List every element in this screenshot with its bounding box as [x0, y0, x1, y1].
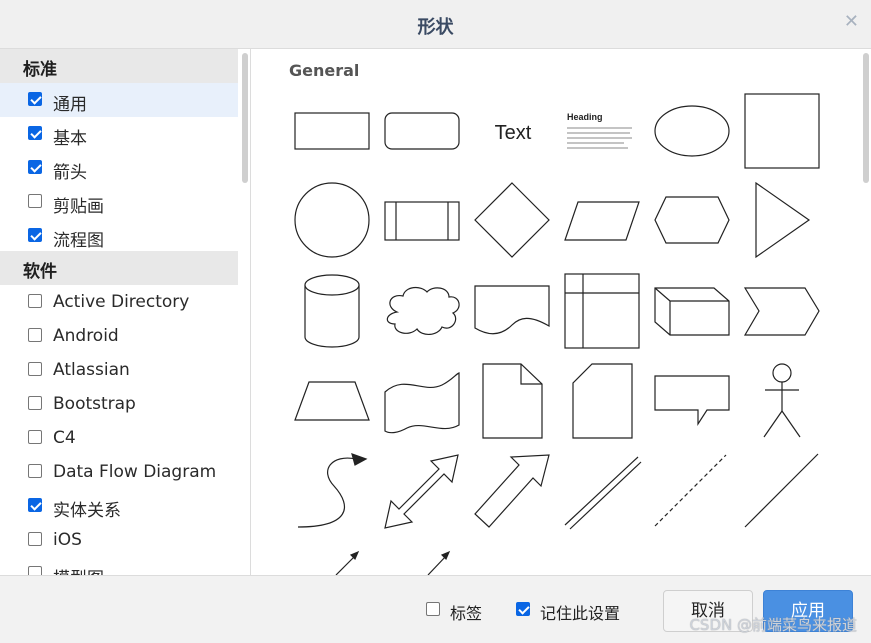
library-item-label: Data Flow Diagram: [53, 462, 217, 482]
library-item-active-directory[interactable]: Active Directory: [0, 285, 238, 319]
checkbox[interactable]: [28, 92, 42, 106]
library-item-flowchart[interactable]: 流程图: [0, 219, 238, 253]
labels-checkbox[interactable]: [426, 602, 440, 616]
shape-rounded-rectangle[interactable]: [384, 112, 460, 150]
library-list-scrollbar[interactable]: [242, 53, 248, 183]
shape-link[interactable]: [564, 456, 642, 530]
shape-bidirectional-arrow[interactable]: [384, 454, 459, 529]
checkbox[interactable]: [28, 498, 42, 512]
section-header-software: 软件: [0, 251, 238, 285]
checkbox[interactable]: [28, 228, 42, 242]
library-item-label: C4: [53, 428, 76, 448]
library-item-atlassian[interactable]: Atlassian: [0, 353, 238, 387]
library-item-general[interactable]: 通用: [0, 83, 238, 117]
shape-card[interactable]: [572, 363, 633, 439]
checkbox[interactable]: [28, 294, 42, 308]
shape-text[interactable]: Text: [495, 122, 532, 144]
shape-cylinder[interactable]: [304, 274, 360, 348]
shape-document[interactable]: [474, 285, 550, 335]
shape-arrow[interactable]: [474, 454, 550, 528]
shape-process[interactable]: [384, 201, 460, 241]
library-item-bootstrap[interactable]: Bootstrap: [0, 387, 238, 421]
remember-settings-label: 记住此设置: [540, 604, 621, 623]
shape-hexagon[interactable]: [654, 196, 730, 244]
checkbox[interactable]: [28, 160, 42, 174]
apply-button[interactable]: 应用: [763, 590, 853, 632]
checkbox[interactable]: [28, 362, 42, 376]
shape-square[interactable]: [744, 93, 820, 169]
library-item-c4[interactable]: C4: [0, 421, 238, 455]
close-icon[interactable]: ✕: [843, 11, 859, 32]
library-item-label: iOS: [53, 530, 82, 550]
library-item-data-flow-diagram[interactable]: Data Flow Diagram: [0, 455, 238, 489]
shape-note[interactable]: [482, 363, 543, 439]
library-item-clipart[interactable]: 剪贴画: [0, 185, 238, 219]
shape-rectangle[interactable]: [294, 112, 370, 150]
library-list[interactable]: 标准 通用 基本 箭头 剪贴画 流程图 软件 Active Directory …: [0, 49, 251, 575]
checkbox[interactable]: [28, 126, 42, 140]
shape-tape[interactable]: [384, 372, 460, 434]
preview-section-title: General: [289, 61, 360, 80]
shape-actor[interactable]: [763, 363, 801, 438]
checkbox[interactable]: [28, 464, 42, 478]
library-item-label: 流程图: [53, 231, 104, 251]
shape-diamond[interactable]: [474, 182, 550, 258]
remember-settings-checkbox[interactable]: [516, 602, 530, 616]
shape-heading-label: Heading: [567, 112, 603, 122]
library-item-mockup[interactable]: 模型图: [0, 557, 238, 575]
shape-curved-arrow[interactable]: [297, 453, 368, 528]
shape-cloud[interactable]: [386, 286, 460, 335]
library-item-entity-relation[interactable]: 实体关系: [0, 489, 238, 523]
section-header-label: 软件: [23, 262, 57, 282]
library-item-label: Bootstrap: [53, 394, 136, 414]
shape-circle[interactable]: [294, 182, 370, 258]
library-item-label: 箭头: [53, 163, 87, 183]
shape-dashed-line[interactable]: [654, 454, 727, 527]
shape-grid: Text Heading: [294, 93, 820, 575]
library-item-arrows[interactable]: 箭头: [0, 151, 238, 185]
dialog-footer: 标签 记住此设置 取消 应用 CSDN @前端菜鸟来报道: [0, 575, 871, 643]
library-item-label: 实体关系: [53, 501, 121, 521]
watermark: CSDN @前端菜鸟来报道: [689, 616, 857, 634]
library-item-label: 基本: [53, 129, 87, 149]
section-header-standard: 标准: [0, 49, 238, 83]
shape-internal-storage[interactable]: [564, 273, 640, 349]
checkbox[interactable]: [28, 566, 42, 575]
library-item-android[interactable]: Android: [0, 319, 238, 353]
library-item-label: Atlassian: [53, 360, 130, 380]
labels-option-label: 标签: [450, 604, 483, 623]
checkbox[interactable]: [28, 532, 42, 546]
library-item-label: 剪贴画: [53, 197, 104, 217]
library-item-label: Active Directory: [53, 292, 190, 312]
library-item-label: 模型图: [53, 564, 104, 575]
shape-parallelogram[interactable]: [564, 201, 640, 241]
library-item-label: 通用: [53, 95, 87, 115]
shape-trapezoid[interactable]: [294, 381, 370, 421]
checkbox[interactable]: [28, 194, 42, 208]
library-item-basic[interactable]: 基本: [0, 117, 238, 151]
shape-text-label: Text: [495, 122, 532, 144]
shape-callout[interactable]: [654, 375, 730, 427]
preview-scrollbar[interactable]: [863, 53, 869, 183]
cancel-button[interactable]: 取消: [663, 590, 753, 632]
shape-step[interactable]: [743, 287, 820, 336]
dialog-title: 形状: [417, 17, 454, 38]
shape-triangle[interactable]: [755, 181, 811, 259]
shape-preview-panel[interactable]: General Text Heading: [252, 49, 871, 575]
shape-ellipse[interactable]: [654, 105, 730, 157]
checkbox[interactable]: [28, 430, 42, 444]
library-item-label: Android: [53, 326, 119, 346]
checkbox[interactable]: [28, 328, 42, 342]
checkbox[interactable]: [28, 396, 42, 410]
shape-small-arrow[interactable]: [427, 550, 451, 575]
shape-line[interactable]: [744, 453, 819, 528]
shape-cube[interactable]: [654, 287, 730, 336]
library-item-ios[interactable]: iOS: [0, 523, 238, 557]
section-header-label: 标准: [23, 60, 57, 80]
dialog-titlebar: 形状 ✕: [0, 0, 871, 49]
shape-small-arrow[interactable]: [335, 550, 360, 575]
shape-heading-textbox[interactable]: Heading: [567, 112, 632, 149]
